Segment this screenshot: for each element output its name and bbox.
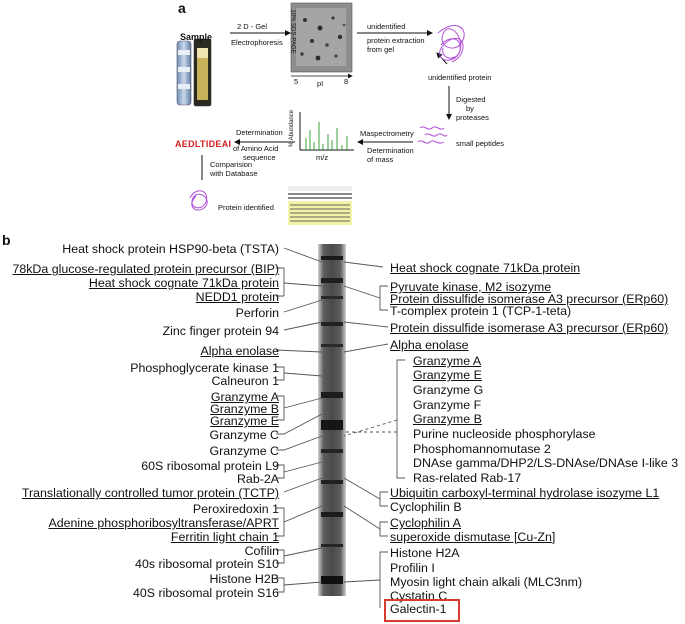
left-label: Perforin (235, 306, 279, 320)
left-label: 40S ribosomal protein S16 (132, 586, 279, 600)
digest-line2: by (466, 104, 474, 113)
left-label: NEDD1 protein (195, 290, 279, 304)
identified-protein-image (189, 190, 208, 211)
right-label: Cyclophilin B (390, 500, 462, 514)
right-label: Granzyme G (413, 383, 484, 397)
2d-gel-image (290, 2, 353, 79)
small-peptides-image (417, 126, 448, 144)
galectin-highlight-box (384, 599, 460, 622)
left-label: 40s ribosomal protein S10 (135, 557, 279, 571)
right-label: Phosphomannomutase 2 (413, 442, 551, 456)
left-label: Calneuron 1 (211, 374, 279, 388)
panel-a-label: a (178, 0, 186, 16)
digest-line3: proteases (456, 113, 489, 122)
digest-line1: Digested (456, 95, 486, 104)
amino-acid-sequence: AEDLTIDEAI (175, 139, 232, 149)
panel-b-label: b (2, 232, 11, 248)
gel-tick-right: 8 (344, 77, 349, 86)
right-label: Granzyme E (413, 368, 482, 382)
right-label: Purine nucleoside phosphorylase (413, 427, 596, 441)
left-label: Zinc finger protein 94 (162, 324, 279, 338)
left-label: Ferritin light chain 1 (170, 530, 279, 544)
right-label: T-complex protein 1 (TCP-1-teta) (390, 304, 572, 318)
left-label: 60S ribosomal protein L9 (141, 459, 279, 473)
ms-line3: of mass (367, 155, 394, 164)
small-peptides-label: small peptides (456, 139, 504, 148)
sds-page-gel-lane (318, 244, 346, 596)
right-label: Protein dissulfide isomerase A3 precurso… (390, 321, 669, 335)
sample-label: Sample (180, 32, 213, 42)
compare-line1: Comparision (210, 160, 253, 169)
extraction-line2: protein extraction (367, 36, 425, 45)
spectrum-x-label: m/z (316, 153, 329, 162)
left-label: Peroxiredoxin 1 (192, 502, 279, 516)
unidentified-protein-label: unidentified protein (428, 73, 492, 82)
left-label: Granzyme C (209, 428, 279, 442)
left-label: Granzyme A (210, 390, 279, 404)
right-label: DNAse gamma/DHP2/LS-DNAse/DNAse I-like 3 (413, 456, 679, 470)
right-label: Alpha enolase (390, 338, 469, 352)
left-label: Translationally controlled tumor protein… (21, 486, 279, 500)
right-label: Profilin I (390, 561, 435, 575)
right-label: Pyruvate kinase, M2 isozyme (390, 280, 552, 294)
extraction-line1: unidentified (367, 22, 406, 31)
extraction-line3: from gel (367, 45, 395, 54)
right-label: Granzyme F (413, 398, 482, 412)
right-label: Myosin light chain alkali (MLC3nm) (390, 575, 583, 589)
database-result-image (288, 186, 352, 225)
right-label: Granzyme A (413, 354, 482, 368)
aa-line3: sequence (243, 153, 276, 162)
ms-line1: Maspectrometry (360, 129, 414, 138)
left-label: Histone H2B (209, 572, 279, 586)
aa-line1: Determination (236, 128, 283, 137)
gel-tick-left: 5 (294, 77, 299, 86)
ms-line2: Determination (367, 146, 414, 155)
gel-axis-pi: pI (317, 79, 324, 88)
right-label: Cyclophilin A (390, 516, 461, 530)
compare-line2: with Database (210, 169, 258, 178)
left-label: Granzyme E (210, 414, 279, 428)
right-label: Ras-related Rab-17 (413, 471, 522, 485)
left-label: Heat shock cognate 71kDa protein (88, 276, 279, 290)
left-label: Cofilin (244, 544, 279, 558)
left-label: Granzyme B (210, 402, 279, 416)
protein-identified-label: Protein identified (218, 203, 274, 212)
mass-spectrum-image (299, 112, 354, 151)
aa-line2: of Amino Acid (233, 144, 279, 153)
right-label: superoxide dismutase [Cu-Zn] (390, 530, 556, 544)
left-label: Adenine phosphoribosyltransferase/APRT (48, 516, 279, 530)
left-label: Rab-2A (236, 472, 279, 486)
right-label: Heat shock cognate 71kDa protein (390, 261, 581, 275)
gel-method-top: 2 D - Gel (237, 22, 268, 31)
left-label: Alpha enolase (200, 344, 279, 358)
right-label: Protein dissulfide isomerase A3 precurso… (390, 292, 669, 306)
sample-tubes-image (176, 38, 212, 107)
right-label: Ubiquitin carboxyl-terminal hydrolase is… (390, 486, 660, 500)
gel-method-bottom: Electrophoresis (231, 38, 283, 47)
left-label: Granzyme C (209, 444, 279, 458)
left-label: Phosphoglycerate kinase 1 (130, 361, 279, 375)
left-label: Heat shock protein HSP90-beta (TSTA) (62, 242, 279, 256)
unidentified-protein-image (437, 25, 465, 63)
right-label: Granzyme B (413, 412, 482, 426)
left-label: 78kDa glucose-regulated protein precurso… (12, 262, 279, 276)
right-label: Histone H2A (390, 546, 460, 560)
right-label-galectin: Galectin-1 (390, 602, 447, 616)
